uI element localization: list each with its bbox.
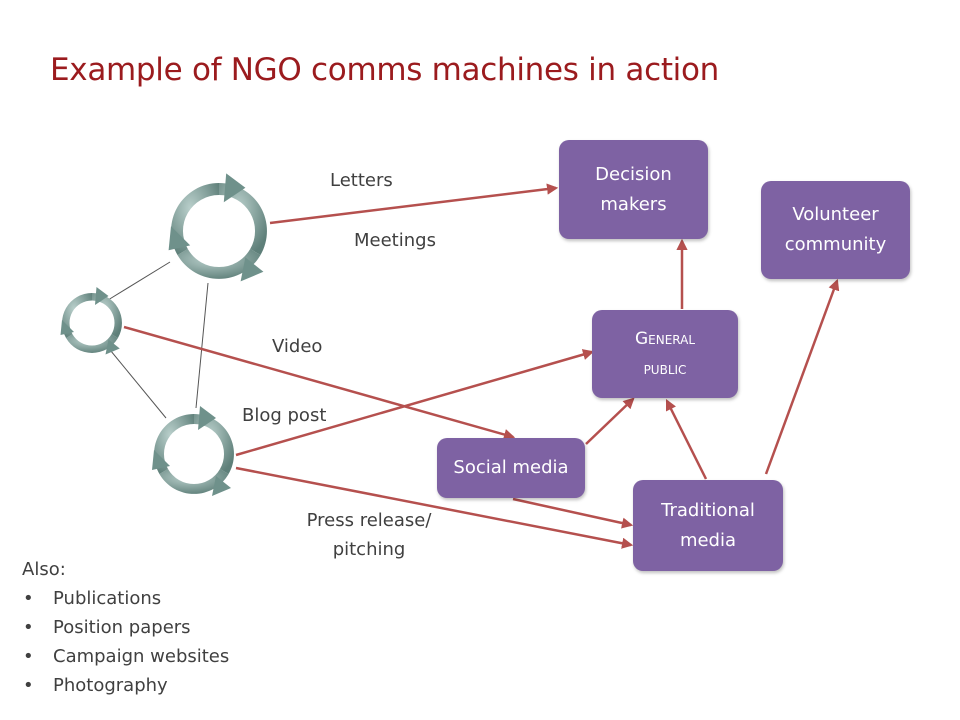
also-item: Publications: [22, 584, 229, 613]
node-general-public-line2: public: [643, 359, 687, 379]
arrow-traditional-to-volunteer: [764, 278, 840, 475]
edge-label-press-release-line2: pitching: [332, 539, 406, 560]
arrow-press-release: [235, 466, 634, 549]
slide-title: Example of NGO comms machines in action: [50, 52, 720, 88]
edge-label-meetings: Meetings: [354, 230, 436, 251]
edge-label-blog-post: Blog post: [242, 405, 327, 426]
node-traditional-media-line1: Traditional: [661, 499, 755, 521]
also-item: Campaign websites: [22, 642, 229, 671]
cycle-arrows-icon-medium: [152, 406, 234, 496]
cycle-arrows-icon-large: [168, 173, 267, 282]
also-item: Position papers: [22, 613, 229, 642]
node-decision-makers: Decision makers: [559, 140, 708, 239]
node-social-media: Social media: [437, 438, 585, 498]
arrow-social-to-traditional: [512, 497, 634, 529]
also-heading: Also:: [22, 559, 66, 580]
node-decision-makers-line1: Decision: [595, 163, 672, 185]
edge-label-letters: Letters: [330, 170, 393, 191]
node-volunteer-community: Volunteer community: [761, 181, 910, 279]
node-volunteer-community-line1: Volunteer: [792, 204, 879, 225]
connector-line-small-medium: [105, 344, 167, 419]
connector-line-large-small: [107, 261, 171, 301]
node-social-media-label: Social media: [453, 457, 569, 478]
edge-label-press-release: Press release/ pitching: [298, 506, 440, 564]
connector-line-large-medium: [195, 282, 209, 409]
also-list: Also: Publications Position papers Campa…: [22, 555, 229, 700]
also-item: Photography: [22, 671, 229, 700]
node-volunteer-community-line2: community: [784, 234, 887, 255]
arrow-video: [123, 325, 516, 440]
node-general-public: General public: [592, 310, 738, 398]
edge-label-video: Video: [272, 336, 323, 357]
node-general-public-line1: General: [634, 329, 696, 349]
node-traditional-media: Traditional media: [633, 480, 783, 571]
node-traditional-media-line2: media: [679, 529, 737, 551]
node-decision-makers-line2: makers: [600, 193, 667, 215]
arrow-blog-post: [235, 349, 595, 457]
arrow-traditional-to-public: [665, 398, 708, 480]
edge-label-press-release-line1: Press release/: [306, 510, 432, 531]
arrow-letters: [269, 183, 559, 225]
arrow-social-to-public: [585, 397, 635, 445]
